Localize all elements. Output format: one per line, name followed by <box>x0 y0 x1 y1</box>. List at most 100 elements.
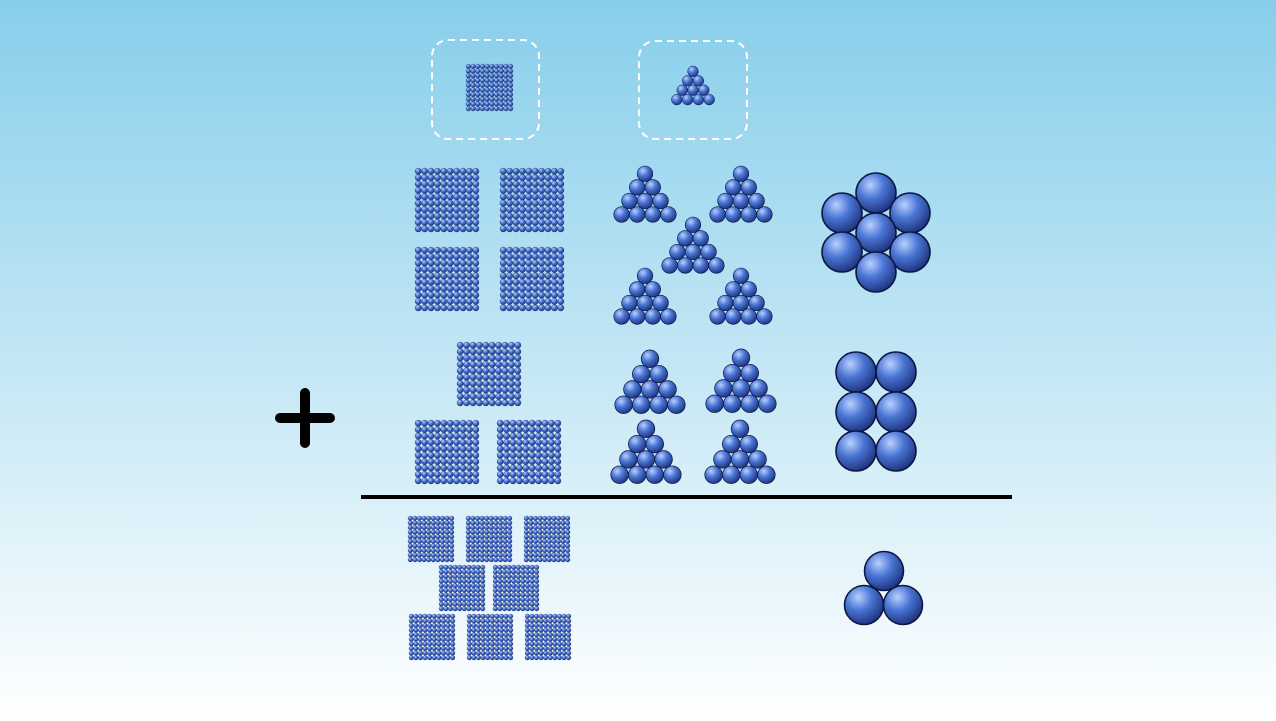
hundred-ball <box>446 225 454 233</box>
hundred-ball <box>440 552 445 558</box>
hundred-ball <box>520 606 526 612</box>
hundred-ball <box>440 458 448 465</box>
hundred-ball <box>480 587 486 593</box>
hundred-ball <box>431 632 437 638</box>
hundred-ball <box>479 529 485 535</box>
ten-ball <box>636 267 654 284</box>
hundred-ball <box>470 68 476 74</box>
hundred-ball <box>528 419 536 427</box>
hundred-ball <box>465 82 471 88</box>
hundred-ball <box>499 180 507 188</box>
hundred-ball <box>493 557 499 563</box>
hundred-ball <box>434 445 441 453</box>
hundred-ball <box>480 655 486 661</box>
hundred-ball <box>427 655 433 661</box>
hundred-ball <box>443 601 449 607</box>
hundred-ball <box>515 597 521 602</box>
hundred-ball <box>479 520 485 526</box>
hundred-ball <box>475 87 481 93</box>
hundred-ball <box>502 538 508 544</box>
hundred-ball <box>407 557 413 563</box>
hundred-ball <box>531 219 539 226</box>
hundred-ball <box>440 285 448 292</box>
hundred-ball <box>453 451 460 459</box>
hundred-ball <box>498 101 504 107</box>
hundred-ball <box>413 636 419 642</box>
hundred-ball <box>561 636 567 642</box>
hundred-ball <box>502 525 508 530</box>
hundred-ball <box>438 583 444 589</box>
hundred-ball <box>421 471 428 478</box>
hundred-ball <box>522 477 530 485</box>
hundred-ball <box>511 606 517 612</box>
hundred-ball <box>542 520 548 526</box>
ten-ball <box>658 380 677 399</box>
hundred-ball <box>427 304 435 312</box>
hundred-ball <box>427 212 435 220</box>
hundred-ball <box>544 298 552 305</box>
hundred-ball <box>508 399 515 407</box>
one-ball <box>882 584 924 626</box>
hundred-ball <box>496 464 504 472</box>
ten-ball <box>723 394 742 413</box>
hundred-ball <box>446 272 454 280</box>
hundred-ball <box>496 439 504 446</box>
hundred-ball <box>427 419 435 427</box>
hundred-ball <box>444 548 450 553</box>
hundred-ball <box>502 520 508 526</box>
hundred-ball <box>515 569 521 575</box>
ten-ball <box>713 450 732 469</box>
hundred-ball <box>466 225 473 233</box>
hundred-ball <box>542 552 548 558</box>
hundred-ball <box>466 641 472 647</box>
hundred-ball <box>446 206 454 213</box>
hundred-ball <box>480 646 486 651</box>
hundred-ball <box>434 266 441 273</box>
hundred-ball <box>463 348 470 355</box>
hundred-ball <box>436 627 442 633</box>
hundred-block <box>414 167 480 233</box>
hundred-ball <box>489 641 495 647</box>
hundred-ball <box>466 597 472 602</box>
hundred-ball <box>506 569 512 575</box>
hundred-ball <box>469 367 477 375</box>
hundred-ball <box>503 641 509 647</box>
hundred-block <box>438 564 486 612</box>
hundred-ball <box>418 641 423 647</box>
hundred-ball <box>551 187 558 194</box>
hundred-ball <box>427 219 435 226</box>
hundred-ball <box>421 451 428 459</box>
hundred-ball <box>522 464 530 472</box>
hundred-ball <box>421 206 428 213</box>
hundred-ball <box>502 583 507 589</box>
hundred-ball <box>534 650 539 656</box>
hundred-ball <box>489 101 495 107</box>
hundred-ball <box>523 552 529 558</box>
hundred-ball <box>453 458 460 465</box>
hundred-ball <box>446 187 454 194</box>
ten-ball <box>636 419 656 438</box>
one-ball <box>855 172 897 214</box>
hundred-ball <box>523 525 529 530</box>
hundred-ball <box>496 477 504 485</box>
hundred-ball <box>466 272 473 280</box>
hundred-ball <box>503 419 510 427</box>
hundred-ball <box>461 587 467 593</box>
hundred-ball <box>453 298 460 305</box>
hundred-ball <box>547 623 553 628</box>
hundred-ball <box>440 174 448 181</box>
hundred-ball <box>534 578 540 584</box>
hundred-ball <box>499 291 507 299</box>
key-box-hundred <box>431 39 540 140</box>
hundred-ball <box>461 574 467 579</box>
hundred-ball <box>514 341 522 349</box>
hundred-ball <box>476 348 483 355</box>
hundred-ball <box>557 225 565 233</box>
hundred-ball <box>438 574 444 579</box>
hundred-ball <box>495 341 502 349</box>
hundred-ball <box>421 543 427 549</box>
hundred-ball <box>475 548 480 553</box>
hundred-ball <box>452 606 458 612</box>
hundred-ball <box>554 445 562 453</box>
hundred-ball <box>523 548 529 553</box>
